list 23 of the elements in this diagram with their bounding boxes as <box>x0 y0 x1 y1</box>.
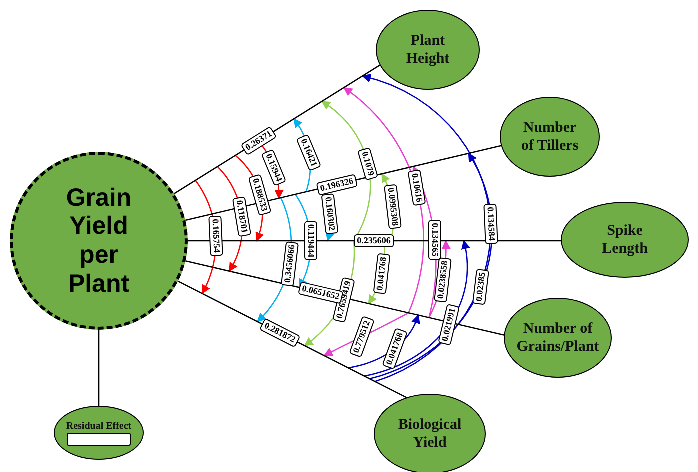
coefficient-label: 0.1079 <box>358 147 379 180</box>
coefficient-label: 0.119444 <box>304 220 318 260</box>
edge-label: 0.235606 <box>354 234 394 248</box>
node-label: Residual Effect <box>65 420 133 432</box>
coefficient-label: 0.041768 <box>373 253 391 294</box>
coefficient-label: 0.134584 <box>483 204 498 244</box>
node-label: Plant Height <box>405 32 451 68</box>
coefficient-label: 0.134565 <box>428 220 442 260</box>
path-line <box>98 330 100 406</box>
node-label: Spike Length <box>601 222 649 258</box>
coefficient-label: 0.165754 <box>208 216 224 256</box>
coefficient-label: 0.160302 <box>322 194 340 234</box>
coefficient-label: 0.021991 <box>438 304 460 346</box>
node-label: Grain Yield per Plant <box>65 184 133 298</box>
node-label: Biological Yield <box>397 416 463 452</box>
node-label: Number of Tillers <box>520 119 580 155</box>
coefficient-label: 0.0238558 <box>434 258 452 304</box>
node-label: Number of Grains/Plant <box>516 320 600 356</box>
coefficient-label: 0.3456066 <box>280 241 299 287</box>
coefficient-label: 0.118701 <box>232 196 252 238</box>
coefficient-label: 0.02385 <box>472 268 490 306</box>
coefficient-label: 0.10616 <box>407 170 426 207</box>
coefficient-label: 0.0995308 <box>384 184 402 230</box>
